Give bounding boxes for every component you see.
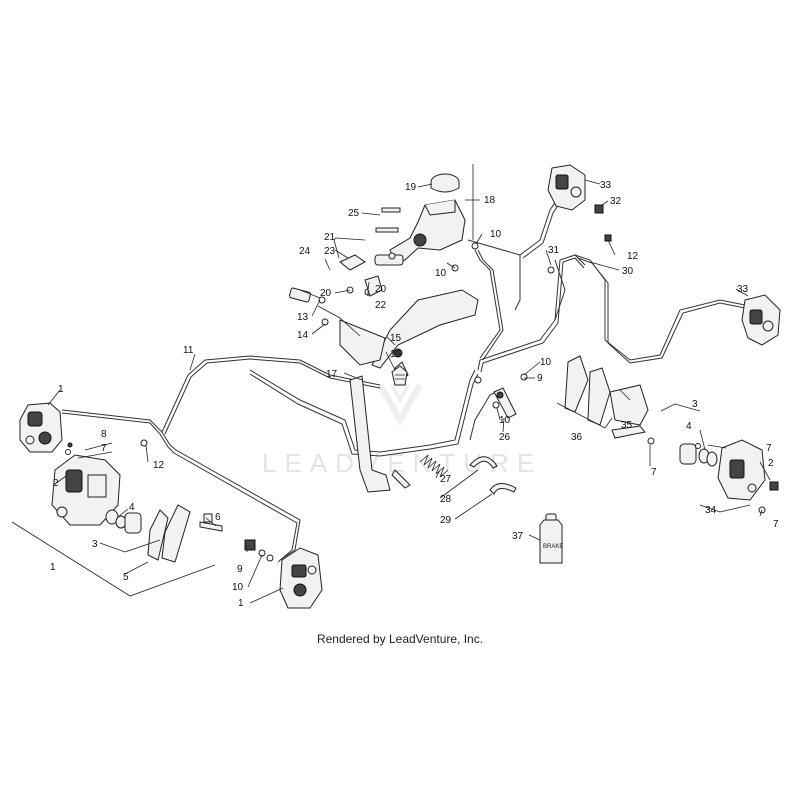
- callout-10-mid: 10: [540, 357, 552, 368]
- callout-16: 16: [390, 349, 402, 360]
- washer-31: [547, 266, 555, 274]
- callout-4-left: 4: [129, 502, 135, 513]
- callouts: 1 2 8 7 4 6 3 5 1 12 11 9 10 1 13 14 15 …: [50, 180, 779, 609]
- callout-9-left: 9: [237, 564, 243, 575]
- callout-12-right: 12: [627, 251, 639, 262]
- caliper-far-right: [741, 294, 781, 346]
- watermark-logo: [377, 383, 423, 427]
- rendered-by-caption: Rendered by LeadVenture, Inc.: [316, 632, 484, 646]
- callout-7-mid: 7: [651, 467, 657, 478]
- caliper-front-right: [244, 539, 323, 609]
- callout-5: 5: [123, 572, 129, 583]
- band-29: [489, 483, 517, 495]
- callout-17: 17: [326, 369, 338, 380]
- callout-6: 6: [215, 512, 221, 523]
- callout-30: 30: [622, 266, 634, 277]
- callout-3-left: 3: [92, 539, 98, 550]
- callout-20-right: 20: [375, 284, 387, 295]
- callout-7-left: 7: [101, 443, 107, 454]
- callout-10-bottom: 10: [232, 582, 244, 593]
- callout-1-top-left: 1: [58, 384, 64, 395]
- callout-29: 29: [440, 515, 452, 526]
- callout-18: 18: [484, 195, 496, 206]
- callout-33-top: 33: [600, 180, 612, 191]
- brake-pedal: [339, 289, 479, 493]
- callout-10-top: 10: [490, 229, 502, 240]
- bracket-35: [609, 384, 655, 445]
- caliper-left-top: [19, 402, 63, 453]
- caliper-exploded-left: [51, 442, 223, 563]
- callout-14: 14: [297, 330, 309, 341]
- callout-7-right-bottom: 7: [773, 519, 779, 530]
- callout-22: 22: [375, 300, 387, 311]
- callout-23: 23: [324, 246, 336, 257]
- caliper-right-top: [547, 164, 604, 214]
- callout-36: 36: [571, 432, 583, 443]
- callout-32: 32: [610, 196, 622, 207]
- callout-20-left: 20: [320, 288, 332, 299]
- callout-34: 34: [705, 505, 717, 516]
- washer-10-lower: [492, 401, 500, 409]
- switch-16: [391, 365, 408, 386]
- callout-7-right-top: 7: [766, 443, 772, 454]
- brake-pads-36: [564, 355, 611, 426]
- washer-14: [321, 318, 329, 326]
- brake-lines: [61, 194, 746, 563]
- callout-12-left: 12: [153, 460, 165, 471]
- fitting-26: [493, 387, 517, 419]
- callout-25: 25: [348, 208, 360, 219]
- clip-12-left: [140, 439, 148, 447]
- callout-21: 21: [324, 232, 336, 243]
- callout-1-bottom: 1: [238, 598, 244, 609]
- leader-lines: [11, 164, 771, 604]
- spring-27: [419, 454, 449, 478]
- banjo-bolt-13: [288, 287, 326, 304]
- clip-28: [469, 456, 498, 469]
- callout-33-right: 33: [737, 284, 749, 295]
- callout-27: 27: [440, 474, 452, 485]
- brake-fluid-bottle: BRAKE: [539, 513, 563, 564]
- callout-2-right: 2: [768, 458, 774, 469]
- callout-37: 37: [512, 531, 524, 542]
- callout-1-bottom-left: 1: [50, 562, 56, 573]
- callout-31: 31: [548, 245, 560, 256]
- bottle-label: BRAKE: [543, 544, 563, 550]
- callout-10-lower: 10: [499, 415, 511, 426]
- callout-2-left: 2: [53, 478, 59, 489]
- callout-28: 28: [440, 494, 452, 505]
- bolt-9-mid: [520, 373, 528, 381]
- callout-9-mid: 9: [537, 373, 543, 384]
- washer-10-mid: [474, 376, 482, 384]
- callout-26: 26: [499, 432, 511, 443]
- callout-15: 15: [390, 333, 402, 344]
- caliper-exploded-right: [679, 439, 779, 514]
- callout-13: 13: [297, 312, 309, 323]
- bolt-12-right: [604, 234, 612, 242]
- callout-19: 19: [405, 182, 417, 193]
- callout-4-right: 4: [686, 421, 692, 432]
- callout-8: 8: [101, 429, 107, 440]
- callout-24: 24: [299, 246, 311, 257]
- callout-11: 11: [183, 345, 194, 356]
- callout-3-right: 3: [692, 399, 698, 410]
- callout-10-master: 10: [435, 268, 447, 279]
- callout-35: 35: [621, 420, 633, 431]
